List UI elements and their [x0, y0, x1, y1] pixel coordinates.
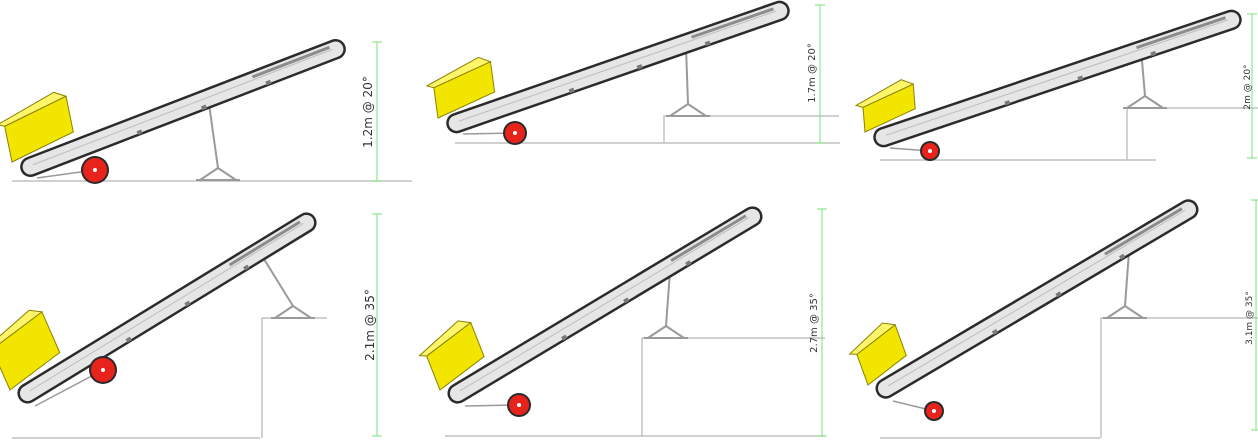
head-cover [1136, 16, 1226, 50]
belt-center-line [459, 216, 750, 392]
discharge-platform [261, 317, 327, 438]
idler-roller [623, 297, 630, 304]
discharge-platform [663, 115, 839, 143]
idler-roller [243, 264, 250, 271]
height-dimension-line [1251, 199, 1258, 431]
height-dimension-line [815, 4, 825, 144]
height-angle-label: 1.7m @ 20° [807, 43, 818, 103]
idler-roller [1150, 50, 1157, 57]
hopper-lip [0, 309, 44, 350]
conveyor-belt-icon [446, 0, 790, 134]
idler-roller [125, 336, 132, 343]
hopper-lip [854, 79, 915, 108]
wheel-icon [81, 156, 109, 184]
belt-center-line [458, 10, 777, 122]
hopper-icon [854, 79, 916, 133]
conveyor-belt-icon [447, 206, 763, 404]
idler-roller [636, 64, 643, 70]
conveyor-belt-icon [17, 212, 317, 404]
conveyor-unit-2: 1.7m @ 20° [425, 0, 840, 145]
wheel-icon [507, 393, 531, 417]
idler-roller [1077, 75, 1084, 81]
hopper-icon [425, 56, 496, 119]
belt-center-line [29, 222, 304, 392]
belt-center-line [887, 209, 1186, 387]
idler-roller [1055, 291, 1062, 298]
head-cover [670, 214, 747, 262]
idler-roller [704, 40, 711, 47]
wheel-icon [924, 401, 944, 421]
conveyor-unit-4: 2.1m @ 35° [0, 212, 382, 439]
height-dimension-line [817, 208, 827, 437]
idler-roller [685, 260, 692, 267]
height-dimension-line [1247, 13, 1257, 159]
hopper-lip [0, 91, 68, 127]
height-angle-label: 2.1m @ 35° [363, 289, 377, 361]
conveyor-unit-5: 2.7m @ 35° [418, 206, 827, 437]
head-cover [1104, 207, 1183, 256]
idler-roller [991, 328, 999, 335]
idler-roller [1119, 253, 1126, 260]
discharge-platform [641, 337, 825, 436]
conveyor-belt-icon [875, 199, 1199, 399]
conveyor-belt-icon [20, 38, 346, 178]
height-angle-label: 1.2m @ 20° [361, 76, 375, 148]
idler-roller [1004, 100, 1011, 106]
belt-center-line [32, 48, 333, 166]
wheel-icon [503, 121, 527, 145]
belt-frame [875, 199, 1199, 399]
wheel-icon [920, 141, 940, 161]
height-angle-label: 3.1m @ 35° [1245, 291, 1255, 345]
hopper-lip [418, 320, 472, 357]
height-angle-label: 2.7m @ 35° [809, 293, 820, 353]
idler-roller [184, 300, 191, 307]
idler-roller [136, 129, 143, 135]
hopper-icon [848, 322, 907, 386]
idler-roller [561, 334, 568, 341]
conveyor-unit-3: 2m @ 20° [854, 9, 1258, 161]
height-dimension-line [372, 41, 382, 182]
idler-roller [265, 79, 272, 86]
hopper-lip [848, 322, 897, 355]
head-cover [251, 45, 331, 79]
hopper-icon [418, 320, 485, 391]
discharge-platform [1100, 317, 1258, 438]
hopper-icon [0, 91, 74, 163]
height-dimension-line [372, 213, 382, 437]
conveyor-belt-icon [873, 9, 1242, 148]
wheel-icon [89, 356, 117, 384]
belt-frame [447, 206, 763, 404]
idler-roller [568, 87, 575, 94]
belt-center-line [885, 19, 1229, 136]
height-angle-label: 2m @ 20° [1243, 64, 1253, 109]
idler-roller [200, 104, 208, 111]
conveyor-unit-6: 3.1m @ 35° [848, 199, 1258, 439]
head-cover [228, 220, 301, 267]
head-cover [690, 7, 774, 39]
conveyor-unit-1: 1.2m @ 20° [0, 38, 412, 184]
hopper-icon [0, 309, 61, 391]
discharge-platform [1126, 107, 1258, 160]
hopper-lip [425, 56, 492, 89]
